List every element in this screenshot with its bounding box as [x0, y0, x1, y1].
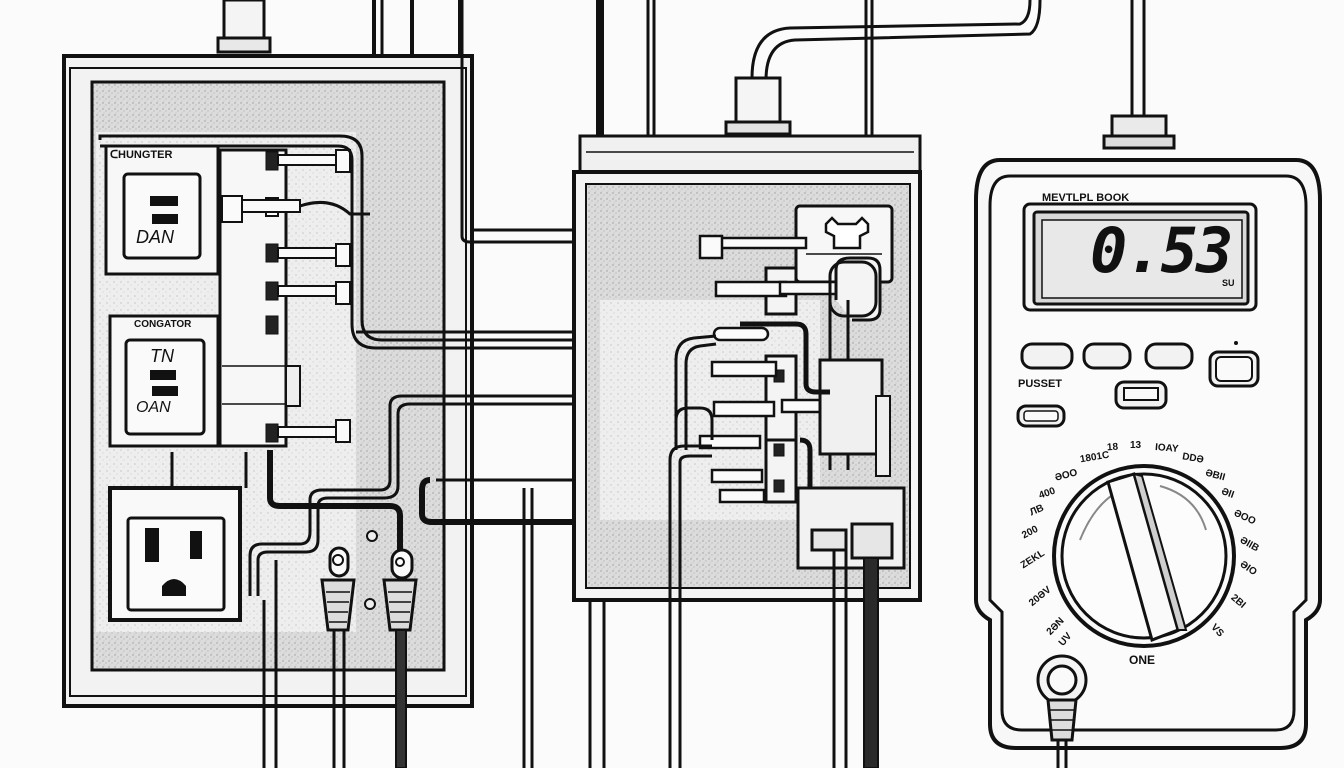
multimeter-preset-label: PUSSET	[1018, 378, 1063, 390]
breaker-bottom-title: CONGATOR	[134, 319, 192, 330]
multimeter-hold-button[interactable]	[1114, 380, 1168, 410]
breaker-top[interactable]	[104, 144, 220, 276]
breaker-top-switch-label: DAN	[136, 227, 175, 247]
multimeter-display-value: 0.53	[1090, 214, 1233, 287]
breaker-top-title: ᑕHUNGTER	[110, 149, 173, 161]
multimeter-button-1[interactable]	[1020, 342, 1074, 370]
dial-mark: 13	[1130, 440, 1142, 451]
multimeter-rotary-dial[interactable]	[1052, 464, 1236, 648]
junction-wiring	[668, 234, 906, 768]
breaker-bottom-switch-top-label: TN	[150, 346, 174, 366]
dial-mark: 18	[1106, 441, 1119, 454]
ring-terminal-plug-left[interactable]	[320, 546, 356, 768]
ring-terminal-plug-right[interactable]	[364, 530, 418, 768]
multimeter-brand: MEVTLPL BOOK	[1042, 192, 1130, 204]
multimeter-display-unit: SU	[1222, 278, 1235, 288]
multimeter-preset-button[interactable]	[1016, 404, 1066, 428]
multimeter-button-2[interactable]	[1082, 342, 1132, 370]
breaker-strip	[218, 148, 370, 448]
multimeter-dial-bottom-label: ONE	[1129, 653, 1156, 667]
breaker-bottom-switch-bottom-label: OAN	[136, 399, 171, 416]
probe-jack[interactable]	[1036, 654, 1088, 768]
power-outlet[interactable]	[108, 486, 242, 622]
multimeter-button-4[interactable]	[1208, 341, 1260, 388]
multimeter	[974, 158, 1322, 750]
dial-mark: IOAY	[1154, 441, 1179, 455]
multimeter-button-3[interactable]	[1144, 342, 1194, 370]
breaker-bottom[interactable]	[108, 314, 220, 448]
